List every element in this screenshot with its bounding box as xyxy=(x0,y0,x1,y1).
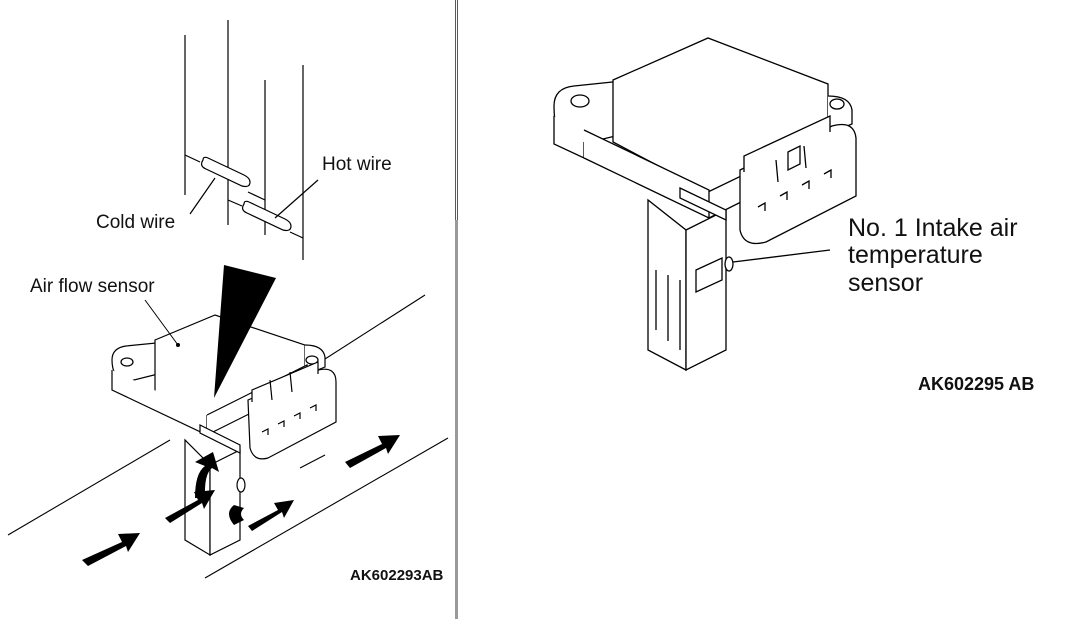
right-figure-panel: No. 1 Intake air temperature sensor AK60… xyxy=(458,0,1080,619)
left-figure-panel: Hot wire Cold wire Air flow sensor AK602… xyxy=(0,0,455,619)
air-flow-sensor-label: Air flow sensor xyxy=(30,276,155,297)
air-flow-arrows xyxy=(82,435,400,566)
figure-code-right: AK602295 AB xyxy=(918,374,1034,394)
figure-code-left: AK602293AB xyxy=(350,567,444,584)
hot-wire-label: Hot wire xyxy=(322,154,392,175)
intake-air-temp-label-line-3: sensor xyxy=(848,269,923,297)
inset-pointer xyxy=(214,265,276,398)
sensor-leader-line xyxy=(732,249,831,263)
sensor-body-illustration xyxy=(553,37,857,372)
intake-air-temperature-sensor-diagram: No. 1 Intake air temperature sensor AK60… xyxy=(553,37,1034,394)
intake-air-temp-label-line-2: temperature xyxy=(848,241,983,269)
intake-air-temp-label-line-1: No. 1 Intake air xyxy=(848,214,1018,242)
cold-wire-label: Cold wire xyxy=(96,212,175,233)
wire-detail-illustration xyxy=(184,20,319,260)
hot-wire-sensor-diagram: Hot wire Cold wire Air flow sensor AK602… xyxy=(7,20,449,584)
